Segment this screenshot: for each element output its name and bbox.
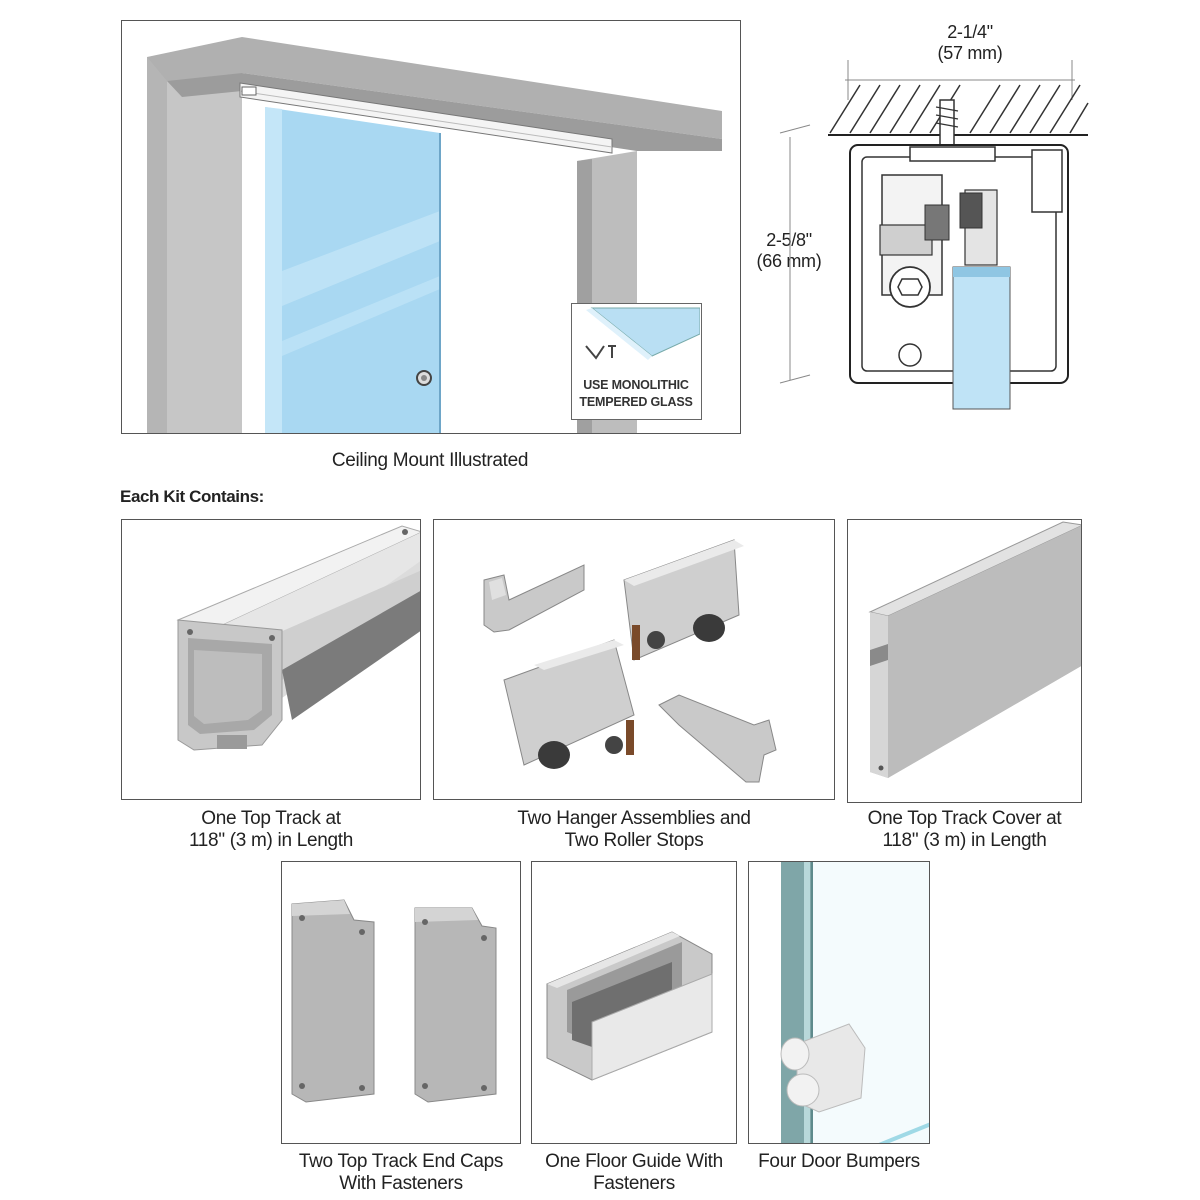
floor-guide-caption-line1: One Floor Guide With [545, 1151, 723, 1172]
top-track-panel [121, 519, 421, 800]
floor-guide-caption-line2: Fasteners [593, 1173, 675, 1194]
hanger-assemblies-image [483, 539, 777, 783]
tempered-glass-badge: USE MONOLITHIC TEMPERED GLASS [571, 303, 702, 420]
door-bumpers-panel [748, 861, 930, 1144]
hanger-assemblies-caption: Two Hanger Assemblies and Two Roller Sto… [433, 808, 835, 852]
height-dimension-metric: (66 mm) [756, 251, 822, 271]
door-bumpers-caption-line1: Four Door Bumpers [758, 1151, 920, 1172]
glass-badge-line1: USE MONOLITHIC [583, 378, 689, 392]
height-dimension-label: 2-5/8" (66 mm) [742, 230, 836, 272]
door-bumpers-image [780, 862, 929, 1143]
height-dimension-imperial: 2-5/8" [766, 230, 812, 250]
end-caps-caption-line2: With Fasteners [339, 1173, 463, 1194]
end-caps-image [291, 899, 497, 1103]
end-caps-caption: Two Top Track End Caps With Fasteners [271, 1151, 531, 1195]
ceiling-mount-illustration [147, 37, 722, 433]
hanger-assemblies-caption-line2: Two Roller Stops [564, 830, 704, 851]
floor-guide-panel [531, 861, 737, 1144]
main-illustration-caption: Ceiling Mount Illustrated [331, 450, 529, 471]
hanger-assemblies-panel [433, 519, 835, 800]
glass-badge-line2: TEMPERED GLASS [579, 395, 693, 409]
width-dimension-label: 2-1/4" (57 mm) [900, 22, 1040, 64]
door-bumpers-caption: Four Door Bumpers [738, 1151, 940, 1173]
track-cross-section-drawing [779, 60, 1089, 410]
kit-heading: Each Kit Contains: [120, 487, 264, 506]
top-track-caption-line2: 118" (3 m) in Length [188, 830, 354, 851]
track-cover-caption-line2: 118" (3 m) in Length [882, 830, 1047, 851]
track-cover-image [868, 521, 1081, 778]
top-track-caption: One Top Track at 118" (3 m) in Length [121, 808, 421, 852]
hanger-assemblies-caption-line1: Two Hanger Assemblies and [517, 808, 751, 829]
end-caps-caption-line1: Two Top Track End Caps [298, 1151, 504, 1172]
top-track-caption-line1: One Top Track at [201, 808, 341, 829]
glass-pane-icon [585, 307, 700, 360]
track-cover-panel [847, 519, 1082, 803]
top-track-image [176, 525, 420, 751]
width-dimension-imperial: 2-1/4" [947, 22, 993, 42]
floor-guide-caption: One Floor Guide With Fasteners [521, 1151, 747, 1195]
main-illustration-panel: USE MONOLITHIC TEMPERED GLASS [121, 20, 741, 434]
width-dimension-metric: (57 mm) [937, 43, 1003, 63]
floor-guide-image [546, 931, 713, 1081]
track-cover-caption: One Top Track Cover at 118" (3 m) in Len… [847, 808, 1082, 852]
track-cover-caption-line1: One Top Track Cover at [867, 808, 1062, 829]
end-caps-panel [281, 861, 521, 1144]
